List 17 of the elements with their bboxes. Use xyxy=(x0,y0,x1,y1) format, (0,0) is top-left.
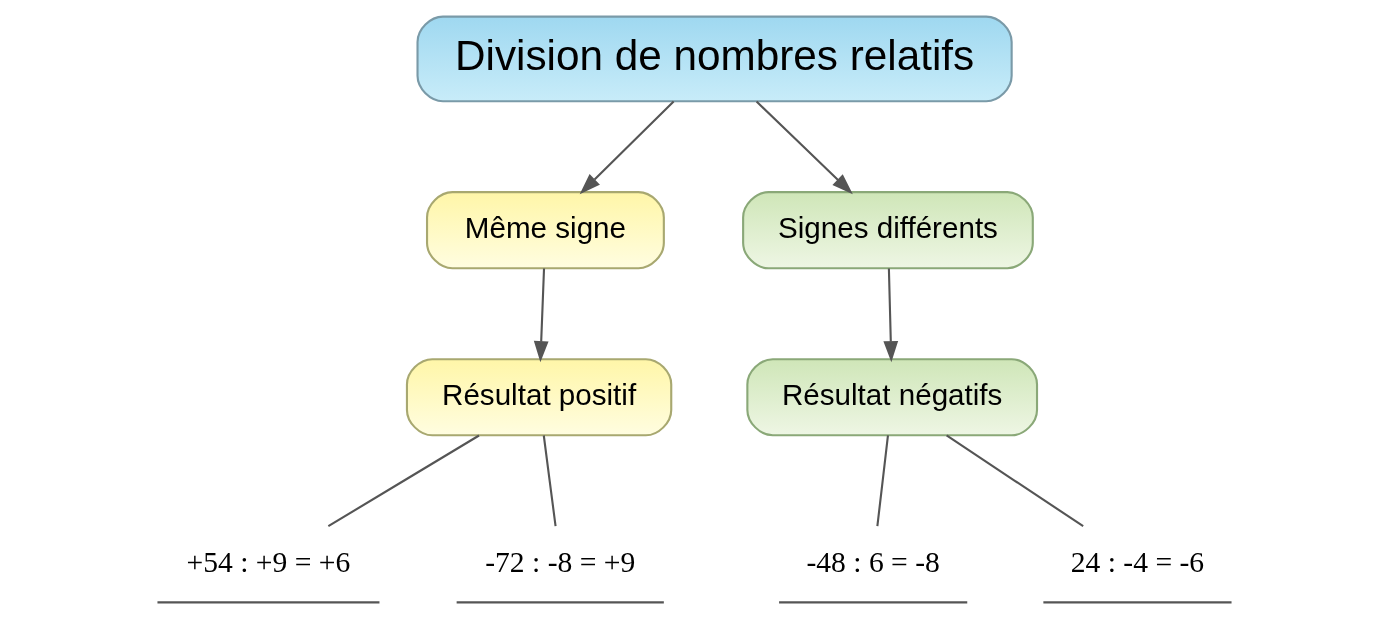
arrow xyxy=(533,268,549,363)
connector xyxy=(327,434,480,528)
node-text: 24 : -4 = -6 xyxy=(1070,546,1205,579)
arrow xyxy=(579,100,675,195)
connector xyxy=(876,435,889,527)
node-text: +54 : +9 = +6 xyxy=(186,546,351,579)
node-text: -48 : 6 = -8 xyxy=(806,546,940,579)
node-box: Résultat positif xyxy=(405,358,673,437)
arrow xyxy=(755,100,853,195)
node-box: Même signe xyxy=(426,191,665,270)
arrow xyxy=(883,268,899,363)
node-box: Résultat négatifs xyxy=(746,358,1039,437)
node-box: Signes différents xyxy=(742,191,1034,270)
connector xyxy=(946,434,1084,527)
node-box: Division de nombres relatifs xyxy=(416,15,1013,103)
node-text: -72 : -8 = +9 xyxy=(485,546,636,579)
connector xyxy=(542,435,557,527)
